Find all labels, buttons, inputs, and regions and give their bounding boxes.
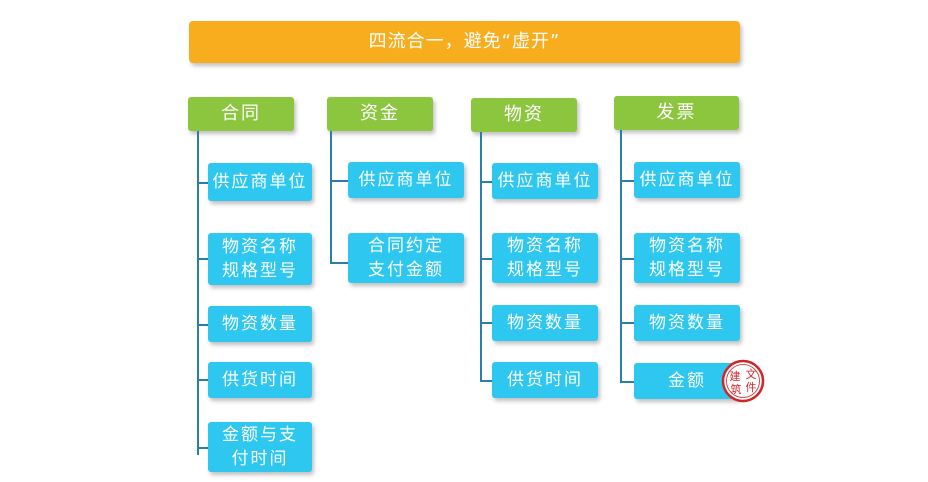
header-invoice: 发票 xyxy=(614,96,739,130)
connector-invoice-2 xyxy=(620,258,634,260)
connector-invoice-1 xyxy=(620,180,634,182)
svg-text:文: 文 xyxy=(746,367,757,381)
svg-text:建: 建 xyxy=(730,369,741,383)
header-funds: 资金 xyxy=(327,97,433,131)
connector-funds-2 xyxy=(330,262,348,264)
connector-funds-trunk xyxy=(330,131,332,264)
connector-funds-1 xyxy=(330,180,348,182)
funds-item-agreed-payment: 合同约定支付金额 xyxy=(348,233,464,283)
connector-contract-4 xyxy=(197,379,208,381)
svg-text:筑: 筑 xyxy=(731,382,742,396)
contract-item-delivery-time: 供货时间 xyxy=(208,362,312,398)
svg-text:件: 件 xyxy=(746,381,757,394)
seal-stamp-icon: 建 文 筑 件 xyxy=(721,359,765,403)
connector-invoice-4 xyxy=(620,381,634,383)
connector-contract-1 xyxy=(197,182,208,184)
connector-contract-3 xyxy=(197,324,208,326)
contract-item-amount-payment-time: 金额与支付时间 xyxy=(208,422,312,472)
invoice-item-supplier: 供应商单位 xyxy=(634,162,740,198)
funds-item-supplier: 供应商单位 xyxy=(348,162,464,198)
goods-item-material-spec: 物资名称规格型号 xyxy=(492,233,598,283)
header-contract: 合同 xyxy=(188,97,294,131)
diagram-title: 四流合一，避免“虚开” xyxy=(189,21,740,63)
contract-item-material-spec: 物资名称规格型号 xyxy=(208,233,312,285)
goods-item-quantity: 物资数量 xyxy=(492,305,598,341)
contract-item-quantity: 物资数量 xyxy=(208,306,312,342)
header-goods: 物资 xyxy=(471,98,577,132)
connector-invoice-3 xyxy=(620,322,634,324)
connector-goods-1 xyxy=(480,181,492,183)
connector-goods-4 xyxy=(480,380,492,382)
contract-item-supplier: 供应商单位 xyxy=(208,163,312,201)
connector-contract-5 xyxy=(197,447,208,449)
connector-invoice-trunk xyxy=(620,130,622,383)
goods-item-supplier: 供应商单位 xyxy=(492,163,598,199)
invoice-item-material-spec: 物资名称规格型号 xyxy=(634,233,740,283)
connector-contract-trunk xyxy=(197,131,199,455)
connector-contract-2 xyxy=(197,258,208,260)
connector-goods-2 xyxy=(480,258,492,260)
invoice-item-quantity: 物资数量 xyxy=(634,305,740,341)
connector-goods-trunk xyxy=(480,132,482,382)
connector-goods-3 xyxy=(480,322,492,324)
goods-item-delivery-time: 供货时间 xyxy=(492,362,598,398)
